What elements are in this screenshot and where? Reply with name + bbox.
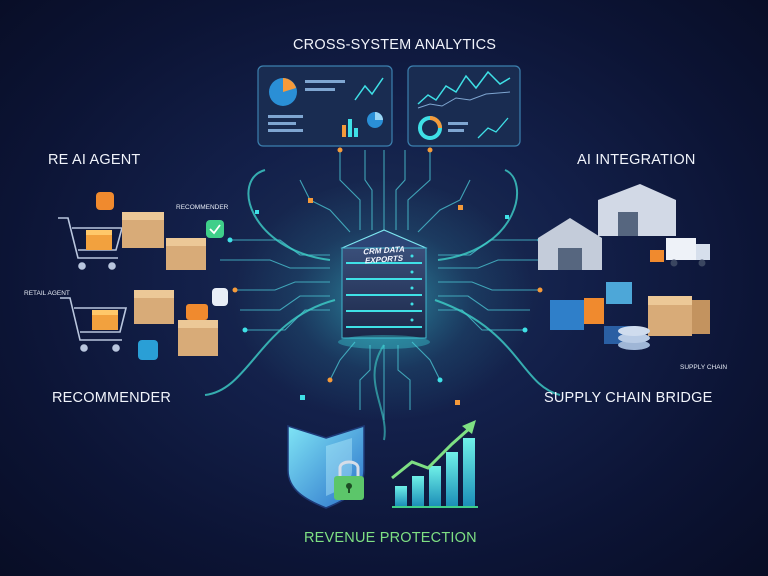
tag-recommender: RECOMMENDER: [176, 204, 229, 211]
label-revenue-protection: REVENUE PROTECTION: [304, 530, 477, 546]
supply-boxes: [618, 296, 710, 350]
tag-supply-chain: SUPPLY CHAIN: [680, 364, 728, 371]
dashboard-panel-left: [257, 65, 393, 147]
package-boxes: [86, 212, 218, 356]
label-recommender: RECOMMENDER: [52, 390, 172, 406]
tag-retail-agent: RETAIL AGENT: [24, 290, 70, 297]
growth-bar-chart-icon: [391, 420, 478, 508]
warehouse-buildings: [538, 184, 676, 270]
flow-swooshes: [204, 169, 561, 441]
shield-lock-icon: [287, 424, 365, 509]
label-ai-integration: AI INTEGRATION: [577, 152, 696, 168]
shopping-cart-icon-2: [60, 297, 128, 352]
delivery-truck-icon: [650, 238, 710, 267]
label-supply-chain-bridge: SUPPLY CHAIN BRIDGE: [544, 390, 713, 406]
title-cross-system-analytics: CROSS-SYSTEM ANALYTICS: [293, 37, 497, 53]
circuit-lines: [220, 150, 550, 420]
label-re-ai-agent: RE AI AGENT: [48, 152, 141, 168]
crm-server-stack: [338, 229, 430, 349]
dashboard-panel-right: [407, 65, 521, 147]
recommendation-badges: [96, 192, 228, 360]
